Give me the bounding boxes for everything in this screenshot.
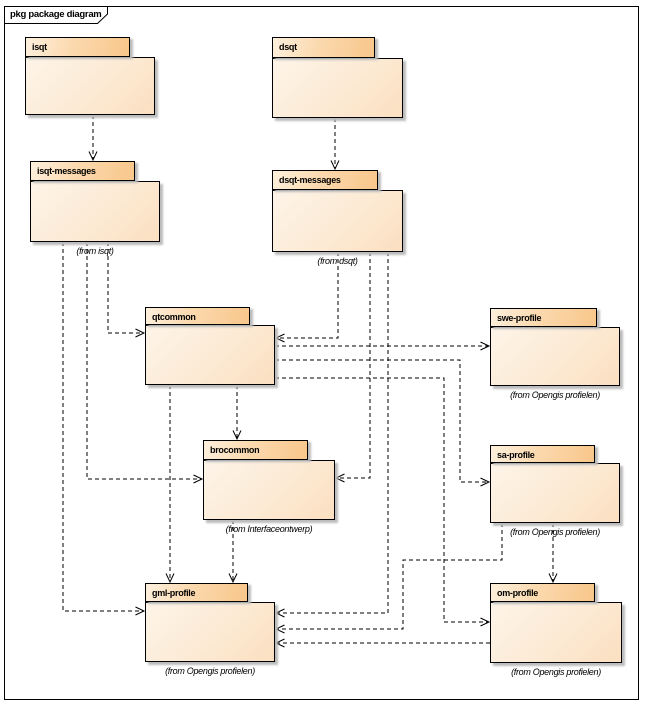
package-name-label: qtcommon bbox=[152, 312, 196, 322]
package-isqt[interactable]: isqt bbox=[25, 37, 130, 57]
package-name-label: gml-profile bbox=[152, 588, 196, 598]
dependency-dsqt-messages-to-qtcommon[interactable] bbox=[274, 252, 339, 343]
package-name-label: swe-profile bbox=[497, 313, 542, 323]
package-body-isqt-messages[interactable] bbox=[30, 181, 160, 242]
package-name-label: isqt-messages bbox=[37, 166, 96, 176]
dependency-qtcommon-to-sa-profile[interactable] bbox=[275, 359, 491, 487]
package-from-label: (from Opengis profielen) bbox=[510, 527, 600, 537]
frame-label: pkg package diagram bbox=[10, 9, 102, 20]
package-body-om-profile[interactable] bbox=[490, 602, 622, 663]
dependency-isqt-messages-to-gml-profile[interactable] bbox=[62, 242, 146, 616]
package-name-label: om-profile bbox=[497, 588, 538, 598]
package-swe-profile[interactable]: swe-profile bbox=[490, 308, 597, 327]
package-om-profile[interactable]: om-profile bbox=[490, 583, 595, 602]
dependency-isqt-messages-to-brocommon[interactable] bbox=[86, 242, 204, 484]
package-from-label: (from Opengis profielen) bbox=[510, 390, 600, 400]
package-gml-profile[interactable]: gml-profile bbox=[145, 583, 248, 602]
package-dsqt-messages[interactable]: dsqt-messages bbox=[272, 170, 378, 190]
dependency-qtcommon-to-om-profile[interactable] bbox=[275, 377, 491, 627]
package-brocommon[interactable]: brocommon bbox=[203, 440, 308, 460]
package-name-label: dsqt bbox=[279, 42, 297, 52]
package-body-qtcommon[interactable] bbox=[145, 325, 275, 385]
package-name-label: sa-profile bbox=[497, 450, 535, 460]
package-body-swe-profile[interactable] bbox=[490, 327, 620, 386]
package-from-label: (from Interfaceontwerp) bbox=[225, 524, 313, 534]
package-body-isqt[interactable] bbox=[25, 57, 155, 115]
diagram-frame-border bbox=[4, 6, 639, 700]
package-isqt-messages[interactable]: isqt-messages bbox=[30, 161, 135, 181]
dependency-isqt-messages-to-qtcommon[interactable] bbox=[107, 242, 146, 338]
dependency-dsqt-messages-to-brocommon[interactable] bbox=[334, 252, 371, 483]
package-dsqt[interactable]: dsqt bbox=[272, 37, 375, 58]
package-body-dsqt-messages[interactable] bbox=[272, 190, 403, 252]
package-body-brocommon[interactable] bbox=[203, 460, 335, 520]
package-from-label: (from Opengis profielen) bbox=[165, 666, 255, 676]
package-name-label: isqt bbox=[32, 42, 47, 52]
package-body-sa-profile[interactable] bbox=[490, 463, 620, 523]
package-body-dsqt[interactable] bbox=[272, 58, 403, 118]
package-sa-profile[interactable]: sa-profile bbox=[490, 445, 595, 463]
package-from-label: (from isqt) bbox=[76, 246, 114, 256]
package-qtcommon[interactable]: qtcommon bbox=[145, 307, 250, 325]
package-body-gml-profile[interactable] bbox=[145, 602, 275, 662]
package-name-label: dsqt-messages bbox=[279, 175, 341, 185]
package-from-label: (from Opengis profielen) bbox=[511, 667, 601, 677]
dependency-dsqt-messages-to-gml-profile[interactable] bbox=[274, 252, 389, 618]
dependency-sa-profile-to-gml-profile[interactable] bbox=[274, 523, 503, 634]
package-name-label: brocommon bbox=[210, 445, 260, 455]
package-from-label: (from dsqt) bbox=[317, 256, 358, 266]
